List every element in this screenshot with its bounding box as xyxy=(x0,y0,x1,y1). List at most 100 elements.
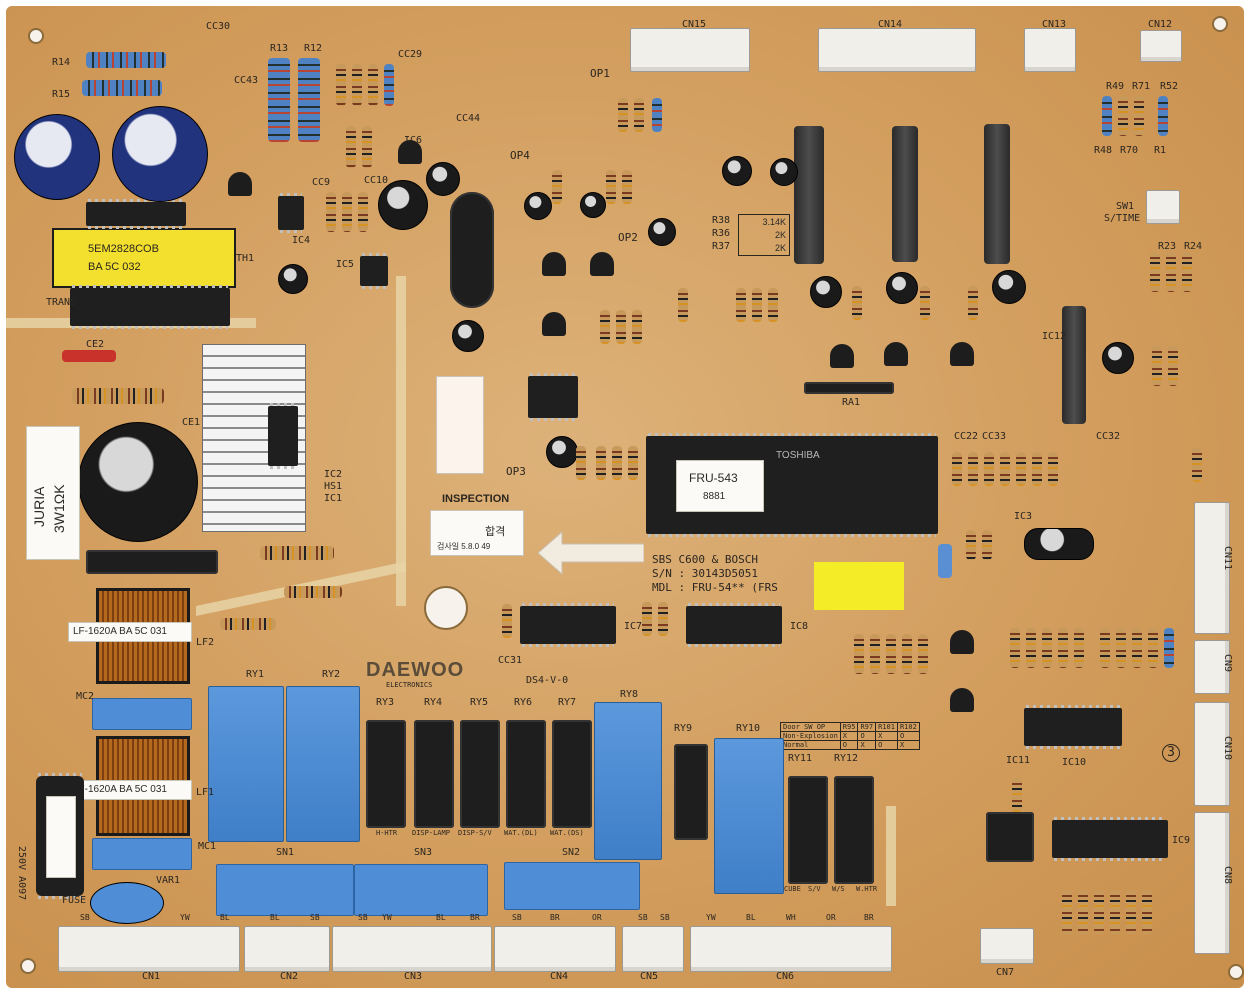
ic5-label: IC5 xyxy=(335,259,354,270)
connector-cn2 xyxy=(244,926,330,972)
relay-ry4 xyxy=(414,720,454,828)
cc43-label: CC43 xyxy=(234,75,259,86)
connector-cn13 xyxy=(1024,28,1076,72)
wire-color: YW xyxy=(706,913,716,922)
ic2-label: IC2 xyxy=(324,469,343,480)
resistor xyxy=(298,58,320,142)
resistor xyxy=(1152,346,1162,386)
ry4-label: RY4 xyxy=(424,697,443,708)
fuse-label-2: 3W1ΩK xyxy=(51,484,67,533)
transformer-core xyxy=(86,199,186,229)
connector-cn9 xyxy=(1194,640,1230,694)
func-disp-sv: DISP-S/V xyxy=(458,829,492,837)
cn8-label: CN8 xyxy=(1222,866,1233,885)
ul-mark: DS4-V-0 xyxy=(526,675,569,686)
op2-label: OP2 xyxy=(618,231,638,244)
resistor xyxy=(362,126,372,168)
mcu-sticker-line-1: FRU-543 xyxy=(689,471,738,485)
line-filter-label: LF-1620A BA 5C 031 xyxy=(68,780,192,800)
cn12-label: CN12 xyxy=(1148,19,1173,30)
ry1-label: RY1 xyxy=(246,669,265,680)
snubber-sn1 xyxy=(216,864,354,916)
connector-cn12 xyxy=(1140,30,1182,62)
daewoo-logo: DAEWOO xyxy=(366,659,465,681)
resistor xyxy=(1026,628,1036,668)
handwritten-sticker xyxy=(436,376,484,474)
option-cell: Normal xyxy=(780,740,841,750)
resistor xyxy=(1148,628,1158,668)
resistor xyxy=(268,58,290,142)
option-cell: X xyxy=(857,740,877,750)
option-cell: X xyxy=(875,731,898,741)
cn5-label: CN5 xyxy=(640,971,659,982)
wire-color: BR xyxy=(470,913,480,922)
film-capacitor xyxy=(794,126,824,264)
ic11-regulator xyxy=(986,812,1034,862)
electrolytic-capacitor xyxy=(546,436,578,468)
r1-label: R1 xyxy=(1154,145,1167,156)
fuse-label: FUSE xyxy=(62,895,87,906)
resistor xyxy=(576,446,586,480)
resistor xyxy=(384,64,394,106)
transistor xyxy=(950,688,974,712)
option-cell: O xyxy=(875,740,898,750)
electrolytic-capacitor xyxy=(580,192,606,218)
resistor xyxy=(1032,452,1042,486)
resistor xyxy=(628,446,638,480)
r48-label: R48 xyxy=(1094,145,1113,156)
resistor xyxy=(82,80,162,96)
transistor xyxy=(884,342,908,366)
inspection-stamp-1: 합격 xyxy=(485,526,506,538)
ic9 xyxy=(1052,817,1168,861)
ic11-label: IC11 xyxy=(1006,755,1031,766)
model-line-1: SBS C600 & BOSCH xyxy=(652,553,758,566)
resistor xyxy=(368,64,378,106)
resistor xyxy=(1100,628,1110,668)
regulator-ic xyxy=(268,403,298,469)
transformer-core xyxy=(70,285,230,329)
connector-cn15 xyxy=(630,28,750,72)
wire-color: WH xyxy=(786,913,796,922)
resistor xyxy=(736,288,746,322)
connector-cn6 xyxy=(690,926,892,972)
relay-ry12 xyxy=(834,776,874,884)
microcontroller: FRU-543 8881 TOSHIBA xyxy=(646,433,938,537)
func-disp-lamp: DISP-LAMP xyxy=(412,829,450,837)
mounting-hole xyxy=(1228,964,1244,980)
option-header: Door SW OP xyxy=(780,722,841,732)
resistor xyxy=(1134,96,1144,136)
r49-label: R49 xyxy=(1106,81,1125,92)
resistor xyxy=(1182,252,1192,292)
cc9-label: CC9 xyxy=(312,177,331,188)
resistor xyxy=(1118,96,1128,136)
ry5-label: RY5 xyxy=(470,697,489,708)
wire-color: SB xyxy=(310,913,320,922)
option-header: R102 xyxy=(896,722,920,732)
ic3-label: IC3 xyxy=(1014,511,1033,522)
resistor xyxy=(618,98,628,132)
snubber-sn2 xyxy=(504,862,640,910)
resistor xyxy=(284,586,342,598)
ic4 xyxy=(278,193,304,233)
option-cell: O xyxy=(896,731,920,741)
resistor xyxy=(854,634,864,674)
resistor xyxy=(634,98,644,132)
resistor xyxy=(352,64,362,106)
resistor xyxy=(852,286,862,320)
fuse-side-text: 250V A097 xyxy=(16,846,27,901)
r-value-3: 2K xyxy=(774,243,786,253)
resistor xyxy=(1164,628,1174,668)
electrolytic-capacitor xyxy=(648,218,676,246)
s-time-label: S/TIME xyxy=(1104,213,1141,224)
r24-label: R24 xyxy=(1184,241,1203,252)
transformer-label-1: 5EM2828COB xyxy=(88,243,159,255)
wire-color: YW xyxy=(180,913,190,922)
ry11-label: RY11 xyxy=(788,753,813,764)
hs1-label: HS1 xyxy=(324,481,343,492)
connector-cn14 xyxy=(818,28,976,72)
ceramic-capacitor xyxy=(938,544,952,578)
mcu-marking: TOSHIBA xyxy=(776,450,820,461)
resistor xyxy=(1158,96,1168,136)
electrolytic-capacitor xyxy=(992,270,1026,304)
cn11-label: CN11 xyxy=(1222,546,1233,571)
